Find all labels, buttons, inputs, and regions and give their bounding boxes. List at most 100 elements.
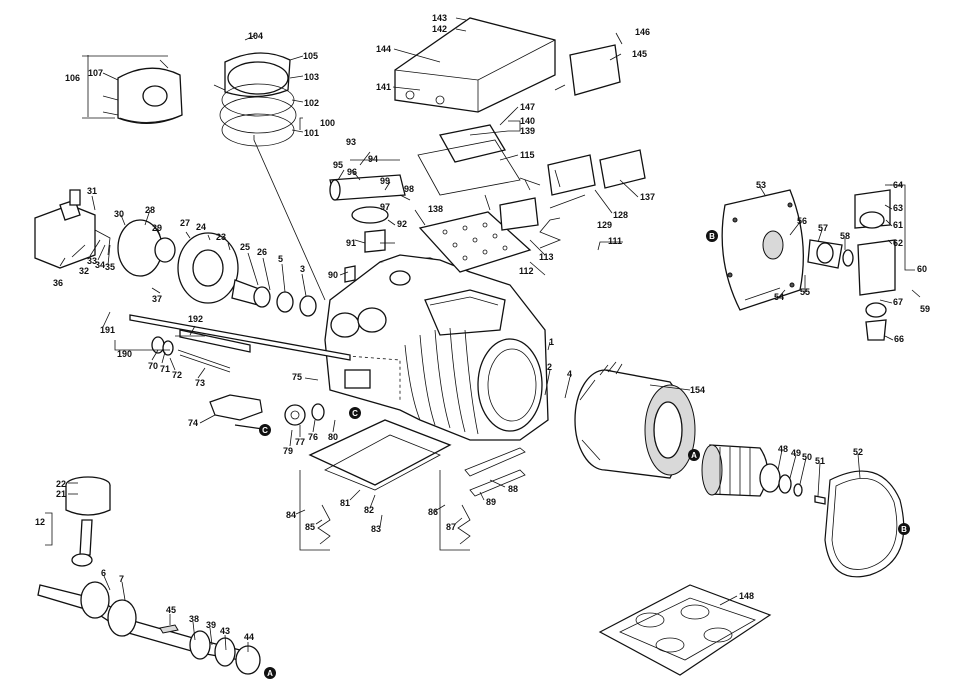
label-75: 75 (292, 372, 302, 382)
base-gasket-left (308, 419, 452, 491)
label-23: 23 (216, 232, 226, 242)
label-57: 57 (818, 223, 828, 233)
label-62: 62 (893, 238, 903, 248)
label-97: 97 (380, 202, 390, 212)
marker-c-housing: C (349, 407, 361, 419)
marker-a-stator: A (688, 449, 700, 461)
label-144: 144 (376, 44, 391, 54)
label-45: 45 (166, 605, 176, 615)
label-89: 89 (486, 497, 496, 507)
label-145: 145 (632, 49, 647, 59)
label-33: 33 (87, 256, 97, 266)
label-43: 43 (220, 626, 230, 636)
label-66: 66 (894, 334, 904, 344)
label-37: 37 (152, 294, 162, 304)
label-63: 63 (893, 203, 903, 213)
label-80: 80 (328, 432, 338, 442)
label-74: 74 (188, 418, 198, 428)
label-87: 87 (446, 522, 456, 532)
label-146: 146 (635, 27, 650, 37)
label-73: 73 (195, 378, 205, 388)
svg-text:B: B (901, 525, 907, 534)
label-102: 102 (304, 98, 319, 108)
label-190: 190 (117, 349, 132, 359)
label-53: 53 (756, 180, 766, 190)
label-24: 24 (196, 222, 206, 232)
label-192: 192 (188, 314, 203, 324)
label-137: 137 (640, 192, 655, 202)
motor-stator (574, 361, 696, 479)
marker-a-crankshaft: A (264, 667, 276, 679)
label-39: 39 (206, 620, 216, 630)
end-cover (721, 189, 804, 311)
base-gasket-right (464, 447, 526, 497)
label-55: 55 (800, 287, 810, 297)
label-191: 191 (100, 325, 115, 335)
label-25: 25 (240, 242, 250, 252)
leader-lines (45, 17, 921, 652)
label-105: 105 (303, 51, 318, 61)
label-71: 71 (160, 364, 170, 374)
label-76: 76 (308, 432, 318, 442)
label-139: 139 (520, 126, 535, 136)
terminal-box (394, 17, 621, 113)
label-103: 103 (304, 72, 319, 82)
label-95: 95 (333, 160, 343, 170)
label-104: 104 (248, 31, 263, 41)
cylinder-head-left (117, 67, 183, 124)
oil-pump-left (117, 219, 317, 317)
label-21: 21 (56, 489, 66, 499)
label-58: 58 (840, 231, 850, 241)
label-142: 142 (432, 24, 447, 34)
label-148: 148 (739, 591, 754, 601)
label-22: 22 (56, 479, 66, 489)
label-98: 98 (404, 184, 414, 194)
label-31: 31 (87, 186, 97, 196)
label-129: 129 (597, 220, 612, 230)
terminal-plate (417, 124, 532, 273)
label-30: 30 (114, 209, 124, 219)
label-70: 70 (148, 361, 158, 371)
label-140: 140 (520, 116, 535, 126)
label-84: 84 (286, 510, 296, 520)
reference-markers: A A B B C C (259, 230, 910, 679)
label-106: 106 (65, 73, 80, 83)
label-88: 88 (508, 484, 518, 494)
marker-c-line: C (259, 424, 271, 436)
crankshaft (37, 581, 261, 675)
label-28: 28 (145, 205, 155, 215)
label-38: 38 (189, 614, 199, 624)
compressor-housing (324, 254, 549, 441)
label-61: 61 (893, 220, 903, 230)
label-99: 99 (380, 176, 390, 186)
label-154: 154 (690, 385, 705, 395)
valve-manifold (329, 174, 406, 283)
label-147: 147 (520, 102, 535, 112)
piston-assembly (65, 476, 111, 567)
svg-text:C: C (262, 426, 268, 435)
label-100: 100 (320, 118, 335, 128)
label-51: 51 (815, 456, 825, 466)
label-81: 81 (340, 498, 350, 508)
label-44: 44 (244, 632, 254, 642)
marker-b-gasket: B (898, 523, 910, 535)
label-4: 4 (567, 369, 572, 379)
label-79: 79 (283, 446, 293, 456)
cylinder-head-center (219, 52, 297, 147)
label-3: 3 (300, 264, 305, 274)
label-115: 115 (520, 150, 535, 160)
label-112: 112 (519, 266, 534, 276)
label-86: 86 (428, 507, 438, 517)
label-12: 12 (35, 517, 45, 527)
label-5: 5 (278, 254, 283, 264)
svg-text:C: C (352, 409, 358, 418)
label-77: 77 (295, 437, 305, 447)
label-91: 91 (346, 238, 356, 248)
oil-pump-assembly (807, 189, 896, 341)
label-59: 59 (920, 304, 930, 314)
label-7: 7 (119, 574, 124, 584)
label-48: 48 (778, 444, 788, 454)
oil-pressure-switch (34, 189, 111, 269)
label-27: 27 (180, 218, 190, 228)
